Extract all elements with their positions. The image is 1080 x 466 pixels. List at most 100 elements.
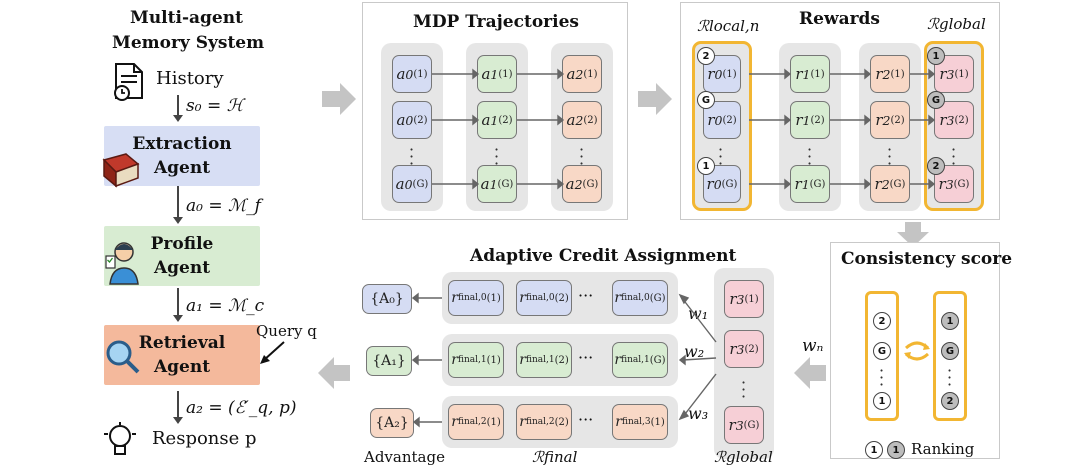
ranking-legend-badge: 1 bbox=[865, 441, 883, 459]
rewards-title: Rewards bbox=[799, 9, 881, 29]
a1-label: a₁ = ℳ_c bbox=[186, 296, 265, 316]
aca-hdots: ··· bbox=[578, 410, 594, 429]
consistency-dots: ··· bbox=[879, 361, 885, 394]
consistency-right-badge: 1 bbox=[941, 312, 959, 330]
aca-arrows bbox=[411, 292, 717, 428]
consistency-left-badge: 1 bbox=[873, 392, 891, 410]
system-title-line1: Multi-agent bbox=[130, 8, 243, 28]
arrow-left-to-mdp bbox=[322, 83, 356, 115]
aca-hdots: ··· bbox=[578, 348, 594, 367]
mdp-dots: ··· bbox=[494, 140, 500, 173]
flow-arrows-left bbox=[173, 95, 183, 424]
bottom-label-advantage: Advantage bbox=[364, 448, 445, 466]
retrieval-line2: Agent bbox=[153, 357, 211, 377]
arrow-consistency-to-aca bbox=[794, 357, 826, 389]
local-rank-badge: 2 bbox=[697, 47, 715, 65]
arrow-rewards-to-consistency bbox=[897, 222, 929, 247]
history-label: History bbox=[156, 68, 224, 89]
consistency-left-badge: 2 bbox=[873, 312, 891, 330]
global-rank-badge: G bbox=[927, 91, 945, 109]
mdp-dots: ··· bbox=[579, 140, 585, 173]
consistency-title: Consistency score bbox=[841, 249, 1013, 269]
retrieval-agent: Retrieval Agent bbox=[104, 325, 260, 385]
profile-line2: Agent bbox=[153, 258, 211, 278]
retrieval-line1: Retrieval bbox=[138, 333, 226, 353]
person-icon bbox=[105, 242, 139, 285]
local-label: ℛlocal,n bbox=[697, 17, 760, 35]
reward-dots: ··· bbox=[807, 140, 813, 173]
wn-label: wₙ bbox=[802, 336, 824, 356]
bottom-label-global: ℛglobal bbox=[714, 448, 773, 466]
weight-label: w₁ bbox=[688, 304, 709, 323]
mdp-dots: ··· bbox=[409, 140, 415, 173]
local-rank-badge: 1 bbox=[697, 157, 715, 175]
system-title-line2: Memory System bbox=[112, 33, 265, 53]
aca-vdots: ··· bbox=[741, 373, 747, 406]
reward-arrows bbox=[749, 68, 936, 190]
s0-label: s₀ = ℋ bbox=[186, 96, 244, 116]
reward-dots: ··· bbox=[718, 140, 724, 173]
consistency-panel: Consistency score 2 G ··· 1 1 G ··· 2 1 … bbox=[830, 242, 1012, 459]
mdp-arrows bbox=[432, 68, 565, 190]
aca-panel: Adaptive Credit Assignment {A₀} {A₁} {A₂… bbox=[362, 242, 790, 466]
consistency-right-badge: G bbox=[941, 342, 959, 360]
bottom-label-final: ℛfinal bbox=[532, 448, 578, 466]
profile-line1: Profile bbox=[150, 234, 214, 254]
mdp-title: MDP Trajectories bbox=[413, 12, 579, 32]
a0-label: a₀ = ℳ_f bbox=[186, 196, 261, 216]
query-label: Query q bbox=[256, 322, 317, 340]
advantage-cell: {A₁} bbox=[366, 346, 412, 376]
global-rank-badge: 2 bbox=[927, 157, 945, 175]
document-icon bbox=[114, 63, 143, 101]
response-label: Response p bbox=[152, 428, 257, 449]
lightbulb-icon bbox=[104, 422, 136, 455]
local-rank-badge: G bbox=[697, 91, 715, 109]
ranking-label: Ranking bbox=[911, 440, 975, 458]
consistency-right-box bbox=[933, 291, 967, 421]
extraction-line1: Extraction bbox=[132, 134, 232, 154]
book-icon bbox=[102, 153, 140, 188]
swap-arrows-icon bbox=[904, 341, 930, 361]
consistency-dots: ··· bbox=[947, 361, 953, 394]
global-rank-badge: 1 bbox=[927, 47, 945, 65]
global-label: ℛglobal bbox=[927, 15, 986, 33]
magnifier-icon bbox=[106, 340, 140, 374]
a2-label: a₂ = (ℰ′_q, p) bbox=[186, 398, 297, 418]
reward-dots: ··· bbox=[887, 140, 893, 173]
advantage-cell: {A₀} bbox=[362, 284, 412, 314]
reward-dots: ··· bbox=[951, 140, 957, 173]
weight-label: w₂ bbox=[684, 342, 705, 361]
consistency-left-badge: G bbox=[873, 342, 891, 360]
consistency-left-box bbox=[865, 291, 899, 421]
arrow-mdp-to-rewards bbox=[638, 83, 672, 115]
aca-hdots: ··· bbox=[578, 286, 594, 305]
ranking-legend-badge: 1 bbox=[887, 441, 905, 459]
